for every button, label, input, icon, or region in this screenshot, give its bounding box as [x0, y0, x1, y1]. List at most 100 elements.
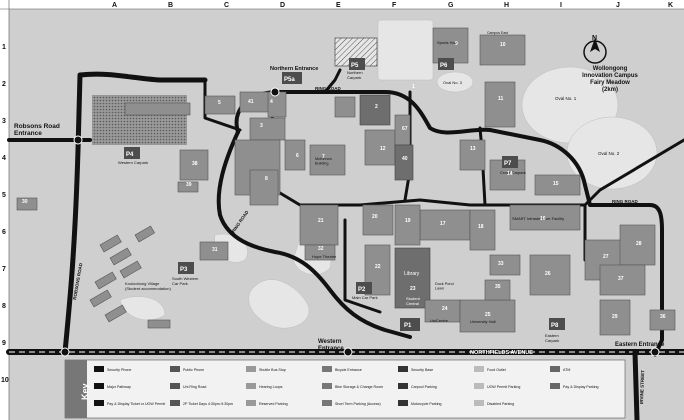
key-swatch [246, 383, 256, 389]
parking-p8: P8 [549, 318, 565, 330]
map-key: Key [64, 359, 626, 419]
grid-row-label: 3 [2, 118, 6, 125]
grid-column-label: D [280, 2, 285, 9]
key-swatch [170, 383, 180, 389]
building-number: 23 [410, 286, 416, 292]
building-number: 16 [540, 216, 546, 222]
building-number: 3 [260, 123, 263, 129]
key-swatch [398, 383, 408, 389]
grid-column-label: C [224, 2, 229, 9]
building-number: 32 [318, 246, 324, 252]
building-number: 36 [660, 314, 666, 320]
key-item-label: Reserved Parking [259, 402, 288, 406]
label-northfields-avenue: NORTHFIELDS AVENUE [470, 350, 533, 356]
building-number: 2 [375, 104, 378, 110]
building-number: 9 [455, 41, 458, 47]
label-library: Library [404, 271, 420, 277]
building-number: 13 [470, 146, 476, 152]
svg-text:P3: P3 [180, 267, 188, 273]
key-swatch [550, 366, 560, 372]
svg-text:P1: P1 [404, 323, 412, 329]
key-swatch [398, 366, 408, 372]
label-oval-3: Oval No. 3 [443, 80, 463, 85]
svg-text:P8: P8 [551, 323, 559, 329]
label-p4-western-carpark: Western Carpark [118, 160, 148, 165]
grid-column-label: I [560, 2, 562, 9]
label-ring-road-north: RING ROAD [315, 86, 342, 91]
key-swatch [474, 383, 484, 389]
label-eastern-entrance: Eastern Entrance [615, 342, 665, 348]
key-item-label: ATM [563, 368, 570, 372]
building-number: 37 [618, 276, 624, 282]
building-number: 28 [636, 241, 642, 247]
label-oval-1: Oval No. 1 [555, 96, 577, 101]
key-item-label: Uni Ring Road [183, 385, 206, 389]
key-swatch [550, 383, 560, 389]
key-item-label: Bike Storage & Change Room [335, 385, 383, 389]
kooloobong-village-buildings [89, 225, 171, 329]
key-item-label: Pay & Display Parking [563, 385, 599, 389]
robsons-road [62, 71, 208, 355]
key-item-label: Major Pathway [107, 385, 131, 389]
building-number: 24 [442, 306, 448, 312]
key-item-label: Food Outlet [487, 368, 506, 372]
key-item-label: Security Base [411, 368, 433, 372]
parking-p5: P5 [349, 58, 365, 70]
key-item-label: Hearing Loops [259, 385, 283, 389]
innovation-road [583, 138, 684, 207]
key-swatch [246, 400, 256, 406]
label-unicentre: UniCentre [430, 318, 449, 323]
key-swatch [322, 400, 332, 406]
label-smart: SMART Infrastructure Facility [512, 216, 564, 221]
grid-column-label: G [448, 2, 454, 9]
grid-row-label: 4 [2, 155, 6, 162]
parking-p7: P7 [502, 156, 518, 168]
parking-p3: P3 [178, 262, 194, 274]
key-item-label: Public Phone [183, 368, 204, 372]
label-ring-road-east: RING ROAD [612, 199, 639, 204]
building-number: 35 [495, 284, 501, 290]
svg-text:Key: Key [80, 383, 90, 400]
parking-p4-area [92, 95, 187, 145]
building-number: 41 [248, 99, 254, 105]
building-number: 7 [322, 154, 325, 160]
compass: N [583, 35, 607, 64]
key-swatch [94, 383, 104, 389]
building-number: 21 [318, 218, 324, 224]
building-number: 1 [412, 84, 415, 90]
grid-row-label: 5 [2, 192, 6, 199]
building-number: 20 [372, 214, 378, 220]
key-item-label: Pay & Display Ticket or UOW Permit [107, 402, 165, 406]
key-swatch [170, 400, 180, 406]
building-number: 40 [402, 156, 408, 162]
parking-p1: P1 [400, 318, 420, 331]
grid-row-label: 1 [2, 44, 6, 51]
key-swatch [322, 366, 332, 372]
label-irvine-street: IRVINE STREET [639, 370, 645, 404]
grid-column-label: E [336, 2, 341, 9]
key-swatch [474, 400, 484, 406]
key-item-label: 2P Ticket Days 4:30pm-9:30pm [183, 402, 233, 406]
key-item-label: UOW Permit Parking [487, 385, 520, 389]
key-swatch [398, 400, 408, 406]
label-campus-east: Campus East [487, 31, 508, 35]
building-number: 5 [218, 100, 221, 106]
building-number: 29 [612, 314, 618, 320]
building-number: 19 [405, 218, 411, 224]
key-item-label: Carpool Parking [411, 385, 437, 389]
entrance-markers [60, 87, 660, 357]
building-number: 38 [192, 161, 198, 167]
building-number: 22 [375, 264, 381, 270]
building-number: 10 [500, 42, 506, 48]
